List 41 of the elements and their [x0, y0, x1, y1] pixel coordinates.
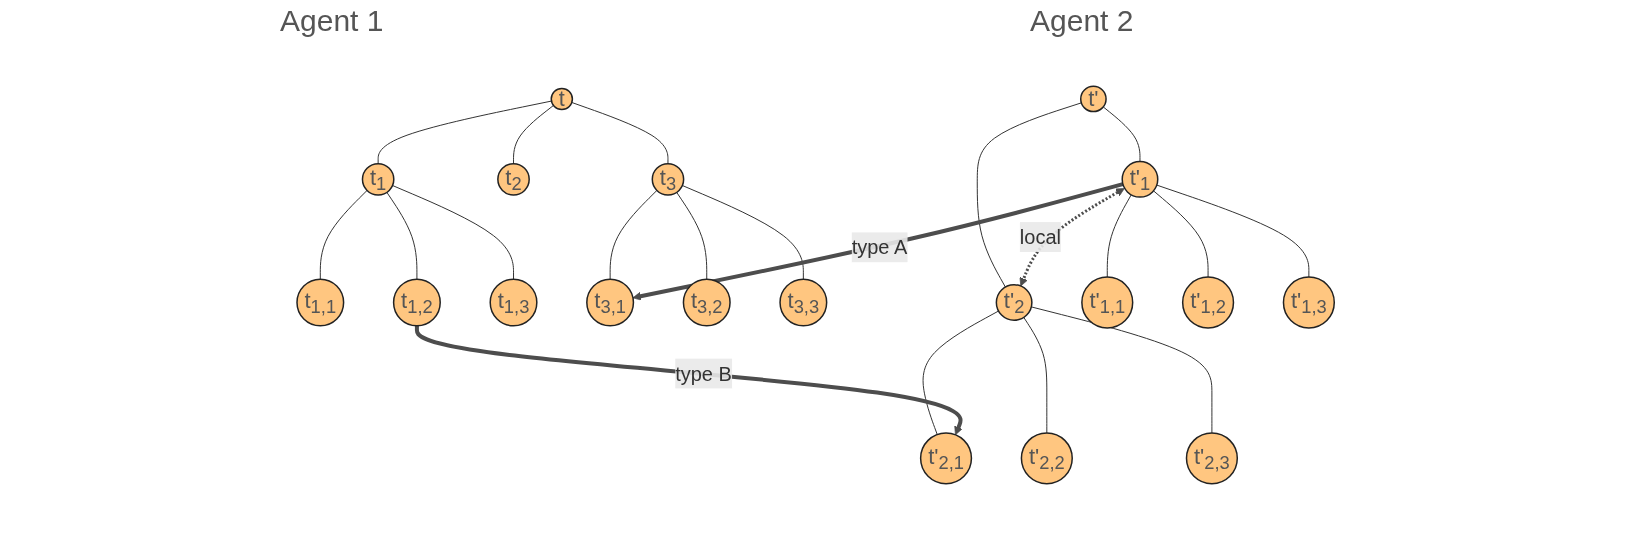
node-circle: t$_{3,3}$	[779, 278, 828, 327]
connector	[610, 189, 658, 280]
node-circle: t$_{2}$	[497, 162, 531, 196]
node-circle: t	[550, 87, 574, 111]
node-circle: t$_{1,2}$	[393, 278, 442, 327]
node-circle: t'$_{2,2}$	[1021, 432, 1074, 485]
node-circle: t'$_{2}$	[995, 284, 1033, 321]
connector	[513, 104, 555, 165]
node-circle: t$_{1,1}$	[296, 278, 345, 327]
node-circle: t'$_{1,3}$	[1283, 276, 1336, 329]
connector	[1103, 106, 1141, 163]
connector	[1023, 316, 1048, 434]
arrow	[1019, 188, 1126, 287]
connector	[682, 185, 805, 280]
connector	[1107, 194, 1133, 278]
node-circle: t$_{1,3}$	[489, 278, 538, 327]
connector	[386, 191, 418, 280]
node-circle: t'$_{2,1}$	[920, 432, 973, 485]
node-circle: t'$_{1,1}$	[1081, 276, 1134, 329]
connector	[571, 102, 669, 165]
node-circle: t$_{1}$	[362, 162, 395, 196]
node-circle: t$_{3,2}$	[683, 278, 732, 327]
agent-heading: Agent 1	[280, 4, 384, 38]
connector	[676, 191, 708, 280]
node-circle: t'$_{1,2}$	[1182, 276, 1235, 329]
edge-label: type B	[675, 362, 733, 385]
connector	[922, 310, 1000, 435]
connector	[1153, 190, 1209, 278]
connector	[320, 189, 368, 280]
agent-heading: Agent 2	[1030, 4, 1134, 38]
node-circle: t$_{3}$	[651, 162, 685, 196]
connector	[392, 185, 515, 280]
connector	[378, 100, 553, 165]
node-circle: t'$_{2,3}$	[1186, 432, 1239, 485]
connector	[1031, 306, 1213, 434]
connector	[1156, 184, 1310, 278]
edge-label: local	[1020, 226, 1062, 249]
edge-label: type A	[852, 236, 908, 259]
node-circle: t'$_{1}$	[1121, 160, 1159, 198]
node-circle: t$_{3,1}$	[586, 278, 635, 327]
node-circle: t'	[1080, 85, 1108, 113]
